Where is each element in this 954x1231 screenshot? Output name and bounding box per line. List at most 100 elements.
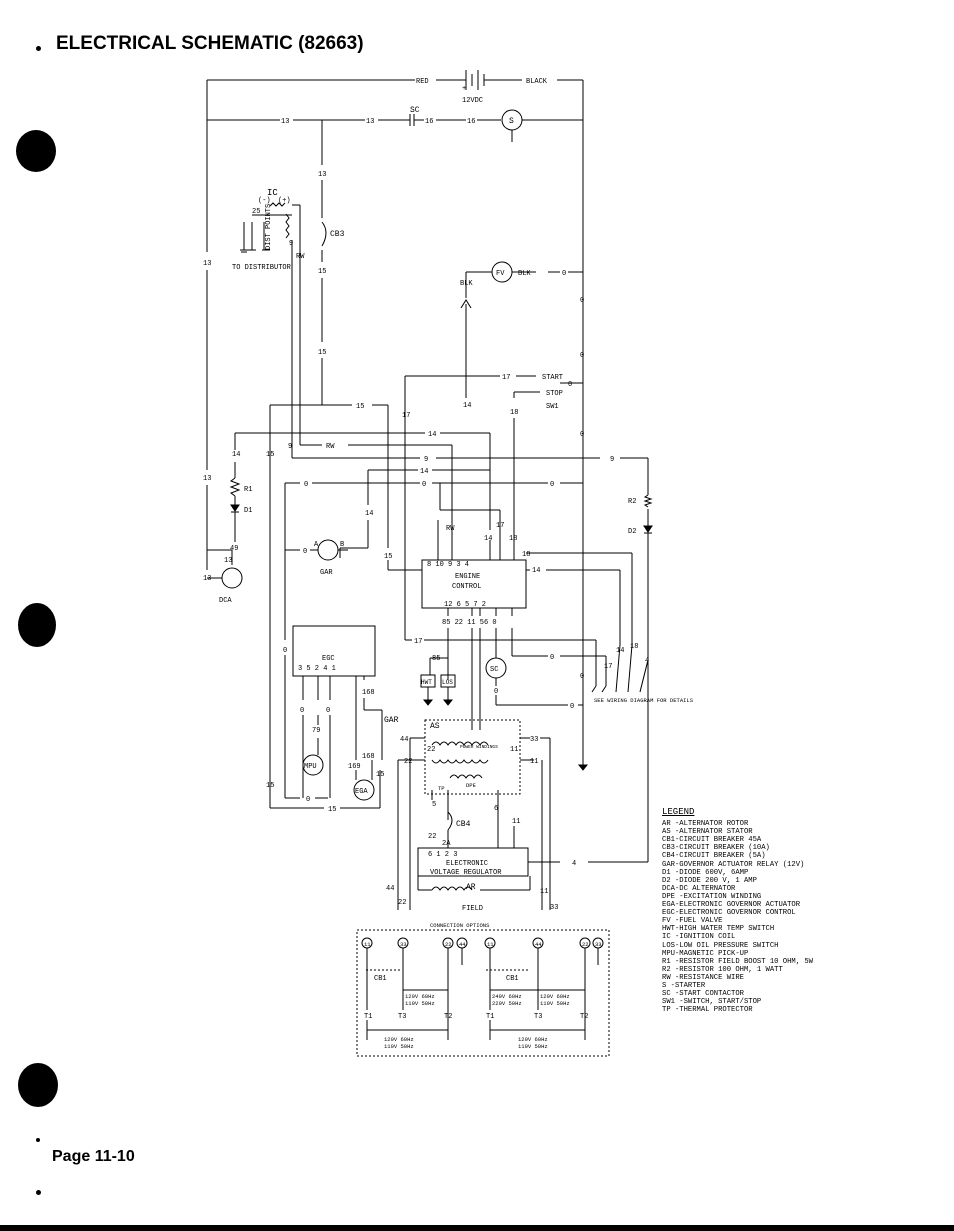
cb1-label-b: CB1: [506, 975, 519, 983]
wire-13-b: 13: [366, 118, 374, 126]
legend-item: SC -START CONTACTOR: [662, 990, 744, 999]
conn-22-a: 22: [445, 941, 452, 948]
conn-t3-b: T3: [534, 1013, 542, 1021]
wire-44-a: 44: [400, 736, 408, 744]
wire-169: 169: [348, 763, 361, 771]
ic-label: IC: [267, 188, 278, 198]
fv-blk-label: BLK: [518, 270, 531, 278]
conn-t1-b: T1: [486, 1013, 494, 1021]
wire-17-d: 17: [604, 663, 612, 671]
wire-13-f: 13: [203, 575, 211, 583]
sc-coil-label: SC: [490, 666, 498, 674]
engine-wires-bottom: 85 22 11 56 0: [442, 619, 497, 627]
conn-rating-c-1: 120V 60Hz: [540, 993, 570, 1000]
egc-pins: 3 5 2 4 1: [298, 665, 336, 673]
evr-label-2: VOLTAGE REGULATOR: [430, 869, 502, 877]
legend-item: GAR-GOVERNOR ACTUATOR RELAY (12V): [662, 860, 805, 869]
sc-label: SC: [410, 106, 420, 115]
hwt-label: HWT: [421, 679, 432, 686]
wire-11-c: 11: [512, 818, 520, 826]
mpu-label: MPU: [304, 763, 317, 771]
legend-item: LOS-LOW OIL PRESSURE SWITCH: [662, 941, 779, 950]
wire-18-c: 18: [522, 551, 530, 559]
legend-item: AR -ALTERNATOR ROTOR: [662, 820, 749, 829]
wire-79: 79: [312, 727, 320, 735]
wire-15-b: 15: [318, 349, 326, 357]
legend-item: TP -THERMAL PROTECTOR: [662, 1006, 753, 1015]
wire-9-ic: 9: [289, 240, 293, 248]
ega-label: EGA: [355, 788, 368, 796]
rw-label-ec: RW: [446, 525, 455, 533]
conn-11-b: 11: [487, 941, 494, 948]
wire-14-e: 14: [365, 510, 373, 518]
bullet-title: [36, 46, 41, 51]
wire-15-c: 15: [356, 403, 364, 411]
legend-item: SW1 -SWITCH, START/STOP: [662, 998, 762, 1007]
wire-0-c: 0: [580, 431, 584, 439]
wire-2a: 2A: [442, 840, 451, 848]
conn-44-a: 44: [459, 941, 466, 948]
conn-rating-a-2: 110V 50Hz: [405, 1000, 435, 1007]
page-number: Page 11-10: [52, 1148, 135, 1165]
wire-9-b: 9: [424, 456, 428, 464]
wire-15-a: 15: [318, 268, 326, 276]
as-label: AS: [430, 722, 440, 731]
wire-0-k: 0: [494, 688, 498, 696]
wire-5: 5: [432, 801, 436, 809]
conn-rating-b-1: 240V 60Hz: [492, 993, 522, 1000]
engine-control-label-2: CONTROL: [452, 583, 481, 591]
conn-t2-a: T2: [444, 1013, 452, 1021]
ic-neg-label: (-): [258, 197, 271, 205]
wire-0-f: 0: [550, 481, 554, 489]
wire-15-e: 15: [384, 553, 392, 561]
punch-hole-bottom: [18, 1063, 58, 1107]
legend-item: D2 -DIODE 200 V, 1 AMP: [662, 876, 757, 885]
legend-item: R2 -RESISTOR 100 OHM, 1 WATT: [662, 965, 783, 974]
wire-14-a: 14: [463, 402, 471, 410]
battery-voltage-label: 12VDC: [462, 97, 483, 105]
wire-33-a: 33: [530, 736, 538, 744]
legend-item: CB3-CIRCUIT BREAKER (10A): [662, 844, 770, 853]
wire-0-fv: 0: [562, 270, 566, 278]
dca-label: DCA: [219, 597, 232, 605]
punch-hole-middle: [18, 603, 56, 647]
wire-15-g: 15: [266, 782, 274, 790]
wire-13-d: 13: [203, 260, 211, 268]
legend-item: S -STARTER: [662, 981, 706, 990]
conn-bottom-b-2: 110V 50Hz: [518, 1043, 548, 1050]
stop-label: STOP: [546, 390, 563, 398]
to-distributor-label: TO DISTRIBUTOR: [232, 264, 292, 272]
engine-pins-bottom: 12 6 5 7 2: [444, 601, 486, 609]
wire-22-a: 22: [404, 758, 412, 766]
legend-item: EGC-ELECTRONIC GOVERNOR CONTROL: [662, 909, 796, 918]
bullet-footer-1: [36, 1138, 40, 1142]
blk-label: BLK: [460, 280, 473, 288]
d1-label: D1: [244, 507, 252, 515]
cb3-label: CB3: [330, 230, 345, 239]
start-label: START: [542, 374, 563, 382]
wire-17-start: 17: [502, 374, 510, 382]
tp-label: TP: [438, 785, 445, 792]
wire-0-sw: 0: [568, 381, 572, 389]
sw1-label: SW1: [546, 403, 559, 411]
wire-14-b: 14: [428, 431, 436, 439]
cb4-label: CB4: [456, 820, 471, 829]
bullet-footer-2: [36, 1190, 41, 1195]
wire-85: 85: [432, 655, 440, 663]
legend-item: RW -RESISTANCE WIRE: [662, 973, 744, 982]
cb1-label-a: CB1: [374, 975, 387, 983]
battery-black-label: BLACK: [526, 78, 548, 86]
wire-0-m: 0: [300, 707, 304, 715]
wire-16-a: 16: [425, 118, 433, 126]
wire-4-a: 4: [645, 657, 649, 665]
rw-label: RW: [326, 443, 335, 451]
legend-item: IC -IGNITION COIL: [662, 933, 736, 942]
conn-rating-b-2: 220V 50Hz: [492, 1000, 522, 1007]
legend-item: HWT-HIGH WATER TEMP SWITCH: [662, 925, 775, 934]
legend-heading: LEGEND: [662, 807, 695, 817]
wire-17-b: 17: [496, 522, 504, 530]
wire-0-l: 0: [283, 647, 287, 655]
wire-0-j: 0: [570, 703, 574, 711]
wire-0-i: 0: [580, 673, 584, 681]
